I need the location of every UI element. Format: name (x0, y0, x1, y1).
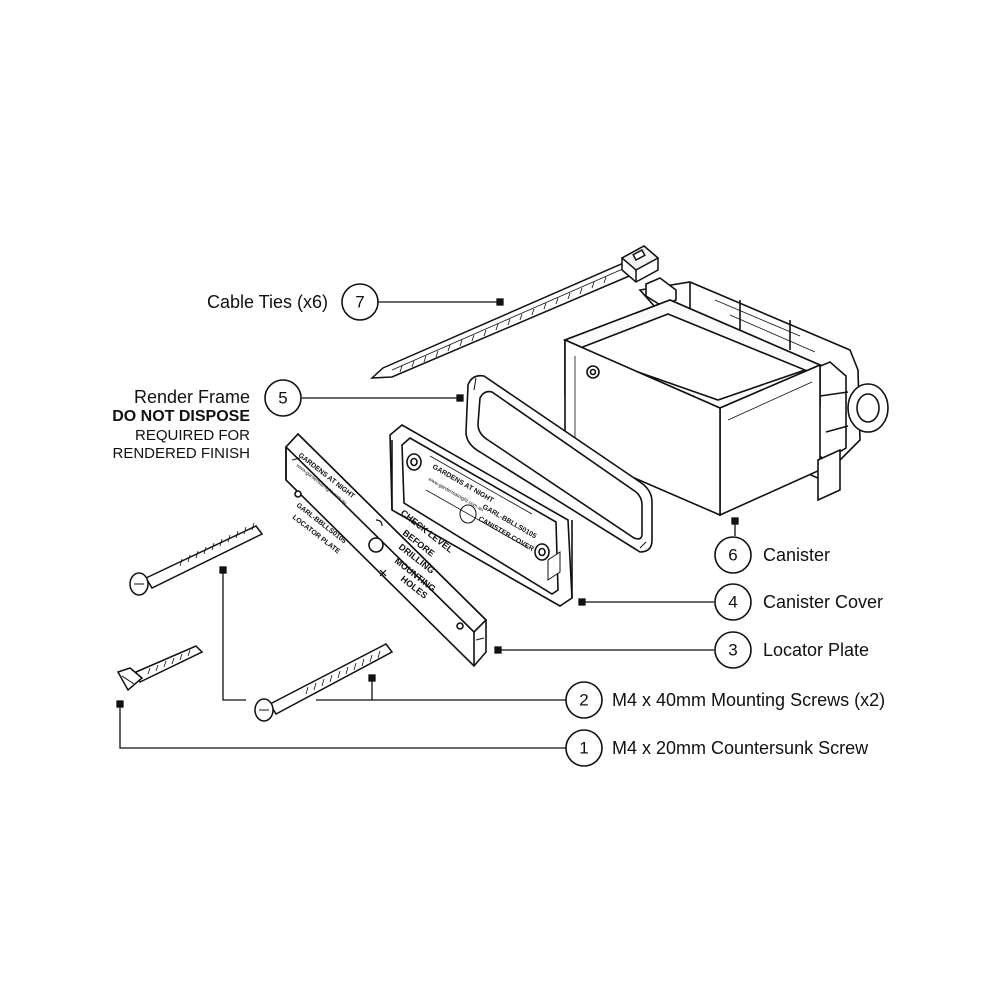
locator-plate (284, 432, 488, 668)
callout-number-1: 1 (579, 739, 588, 758)
label-canister-cover: Canister Cover (763, 592, 883, 612)
leader-lines (116, 298, 739, 749)
mounting-screw-upper (129, 522, 264, 596)
label-cable-ties: Cable Ties (x6) (207, 292, 328, 312)
callout-circle-1 (565, 729, 603, 767)
label-do-not-dispose: DO NOT DISPOSE (112, 408, 250, 425)
callout-circle-3 (714, 631, 752, 669)
cable-tie (369, 245, 660, 379)
render-frame (465, 374, 653, 553)
callout-5: 5 Render Frame DO NOT DISPOSE REQUIRED F… (112, 379, 302, 462)
callout-number-2: 2 (579, 691, 588, 710)
label-mounting-screws: M4 x 40mm Mounting Screws (x2) (612, 690, 885, 710)
callout-circle-4 (714, 583, 752, 621)
label-render-frame: Render Frame (134, 387, 250, 407)
callout-7: 7 Cable Ties (x6) (207, 283, 379, 321)
callout-3: 3 Locator Plate (714, 631, 869, 669)
callout-number-6: 6 (728, 546, 737, 565)
callout-number-4: 4 (728, 593, 737, 612)
callout-circle-7 (341, 283, 379, 321)
callout-circle-2 (565, 681, 603, 719)
canister-cover (389, 424, 573, 607)
label-locator-plate: Locator Plate (763, 640, 869, 660)
mounting-screw-lower (254, 643, 394, 722)
label-canister: Canister (763, 545, 830, 565)
callout-number-7: 7 (355, 293, 364, 312)
callout-1: 1 M4 x 20mm Countersunk Screw (565, 729, 869, 767)
callout-number-5: 5 (278, 389, 287, 408)
callout-4: 4 Canister Cover (714, 583, 883, 621)
callout-number-3: 3 (728, 641, 737, 660)
label-required-for: REQUIRED FOR (135, 427, 250, 444)
callout-6: 6 Canister (714, 536, 830, 574)
countersunk-screw (116, 645, 204, 692)
callout-circle-6 (714, 536, 752, 574)
label-countersunk-screw: M4 x 20mm Countersunk Screw (612, 738, 869, 758)
callout-2: 2 M4 x 40mm Mounting Screws (x2) (565, 681, 885, 719)
canister (562, 277, 889, 517)
label-rendered-finish: RENDERED FINISH (112, 445, 250, 462)
callout-circle-5 (264, 379, 302, 417)
